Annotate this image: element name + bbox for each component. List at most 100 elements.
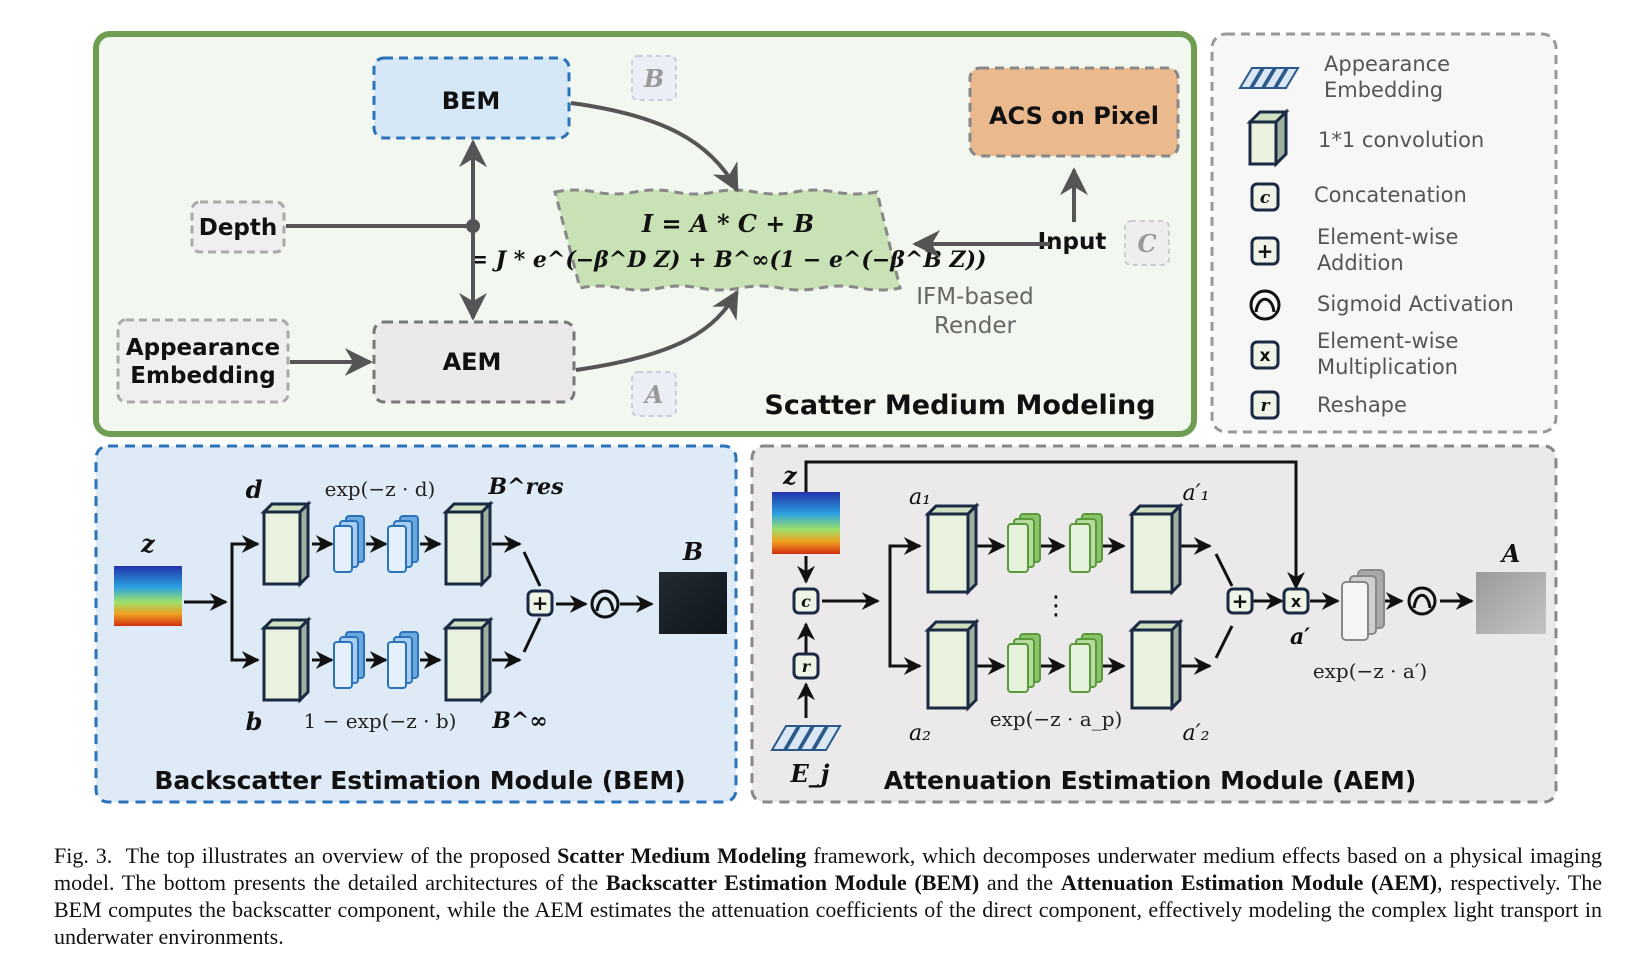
svg-text:exp(−z · a_p): exp(−z · a_p) [990,707,1123,731]
svg-text:Reshape: Reshape [1317,393,1407,417]
bem-sigmoid-icon [590,589,620,619]
aem-label: AEM [443,348,502,376]
bem-arrows [184,535,654,669]
scatter-medium-modeling-panel: BEM AEM Depth Appearance Embedding I = A… [93,31,1197,437]
svg-text:r: r [802,657,812,676]
junction-dot [466,219,480,233]
svg-text:z: z [140,529,156,558]
figure-caption: Fig. 3. The top illustrates an overview … [54,843,1603,949]
backscatter-output-image [659,572,727,634]
sigmoid-icon [1249,289,1281,321]
appearance-label-1: Appearance [126,335,280,361]
aem-green-feature-blocks [1007,513,1103,693]
aem-conv-block-a1-in [924,502,980,596]
svg-text:Element-wise: Element-wise [1317,329,1458,353]
tag-b: B [631,55,677,101]
svg-text:b: b [246,707,263,736]
svg-text:Sigmoid Activation: Sigmoid Activation [1317,292,1514,316]
render-label-1: IFM-based [916,284,1034,310]
bem-conv-block-d-out [442,500,494,588]
aem-conv-block-a2-out [1128,618,1184,712]
svg-text:+: + [532,591,549,615]
svg-text:r: r [1261,396,1271,416]
bem-module-panel: z [94,444,738,804]
svg-text:Multiplication: Multiplication [1317,355,1458,379]
aem-addition-icon: + [1226,587,1254,615]
scatter-medium-title: Scatter Medium Modeling [764,390,1155,421]
tag-c: C [1124,220,1170,266]
svg-text:1 − exp(−z · b): 1 − exp(−z · b) [304,709,457,733]
aem-reshape-icon: r [792,652,820,680]
conv-1x1-icon [1246,108,1290,168]
acs-on-pixel-box: ACS on Pixel [968,66,1180,158]
render-label-2: Render [934,313,1016,339]
svg-text:Element-wise: Element-wise [1317,225,1458,249]
svg-text:1*1 convolution: 1*1 convolution [1318,128,1484,152]
svg-text:B^∞: B^∞ [491,708,547,734]
svg-text:exp(−z · d): exp(−z · d) [325,477,436,501]
aem-conv-block-a1-out [1128,502,1184,596]
multiplication-icon: x [1250,340,1280,370]
svg-text:Appearance: Appearance [1324,52,1450,76]
aem-vertical-dots: ⋮ [1043,591,1069,621]
svg-text:a₂: a₂ [909,721,931,746]
svg-text:c: c [801,592,811,611]
depth-label: Depth [199,215,278,241]
svg-text:a′₁: a′₁ [1183,481,1210,506]
svg-text:a₁: a₁ [909,485,931,510]
svg-text:+: + [1232,589,1249,613]
svg-text:A: A [643,380,664,409]
svg-text:a′: a′ [1290,624,1310,650]
aem-depth-map-image [772,492,840,554]
svg-text:c: c [1260,188,1271,208]
svg-text:Embedding: Embedding [1324,78,1443,102]
equation-box: I = A * C + B = J * e^(−β^D Z) + B^∞(1 −… [470,188,987,292]
svg-text:+: + [1257,239,1274,263]
svg-text:x: x [1260,346,1271,366]
equation-line-1: I = A * C + B [641,209,814,238]
bem-conv-block-d-in [260,500,312,588]
svg-text:exp(−z · a′): exp(−z · a′) [1313,659,1427,683]
attenuation-output-image [1476,572,1546,634]
top-arrows [286,101,1088,376]
concatenation-icon: c [1250,182,1280,212]
svg-text:z: z [782,461,798,490]
aem-module-panel: z c [750,444,1558,804]
appearance-embedding-box: Appearance Embedding [116,318,290,404]
tag-a: A [631,371,677,417]
appearance-embedding-icon [1238,67,1300,89]
equation-line-2: = J * e^(−β^D Z) + B^∞(1 − e^(−β^B Z)) [470,247,987,273]
svg-text:B: B [682,537,703,566]
bem-addition-icon: + [526,589,554,617]
aem-grey-feature-blocks [1341,569,1385,641]
appearance-label-2: Embedding [130,363,275,389]
bem-module-title: Backscatter Estimation Module (BEM) [154,766,685,795]
addition-icon: + [1250,236,1280,266]
svg-text:a′₂: a′₂ [1183,721,1210,746]
bem-blue-feature-blocks [333,515,419,689]
depth-box: Depth [190,200,286,254]
bem-label: BEM [442,87,501,115]
bem-conv-block-b-in [260,616,312,704]
svg-text:Concatenation: Concatenation [1314,183,1467,207]
depth-map-image [114,566,182,626]
svg-text:x: x [1291,592,1302,611]
legend-panel: Appearance Embedding 1*1 convolution c C… [1210,32,1558,434]
caption-fig-number: Fig. 3. [54,843,113,868]
bem-conv-block-b-out [442,616,494,704]
bem-box: BEM [372,56,571,140]
svg-text:E_j: E_j [790,759,830,788]
acs-label: ACS on Pixel [989,102,1159,130]
svg-text:d: d [246,475,263,504]
aem-box: AEM [372,320,576,404]
embedding-ej-icon [770,725,842,751]
svg-text:A: A [1500,539,1521,568]
aem-module-title: Attenuation Estimation Module (AEM) [884,766,1417,795]
svg-text:B^res: B^res [487,474,563,500]
aem-multiplication-icon: x [1282,587,1310,615]
aem-conv-block-a2-in [924,618,980,712]
aem-concatenation-icon: c [792,587,820,615]
svg-text:B: B [643,64,664,93]
aem-sigmoid-icon [1407,586,1437,616]
